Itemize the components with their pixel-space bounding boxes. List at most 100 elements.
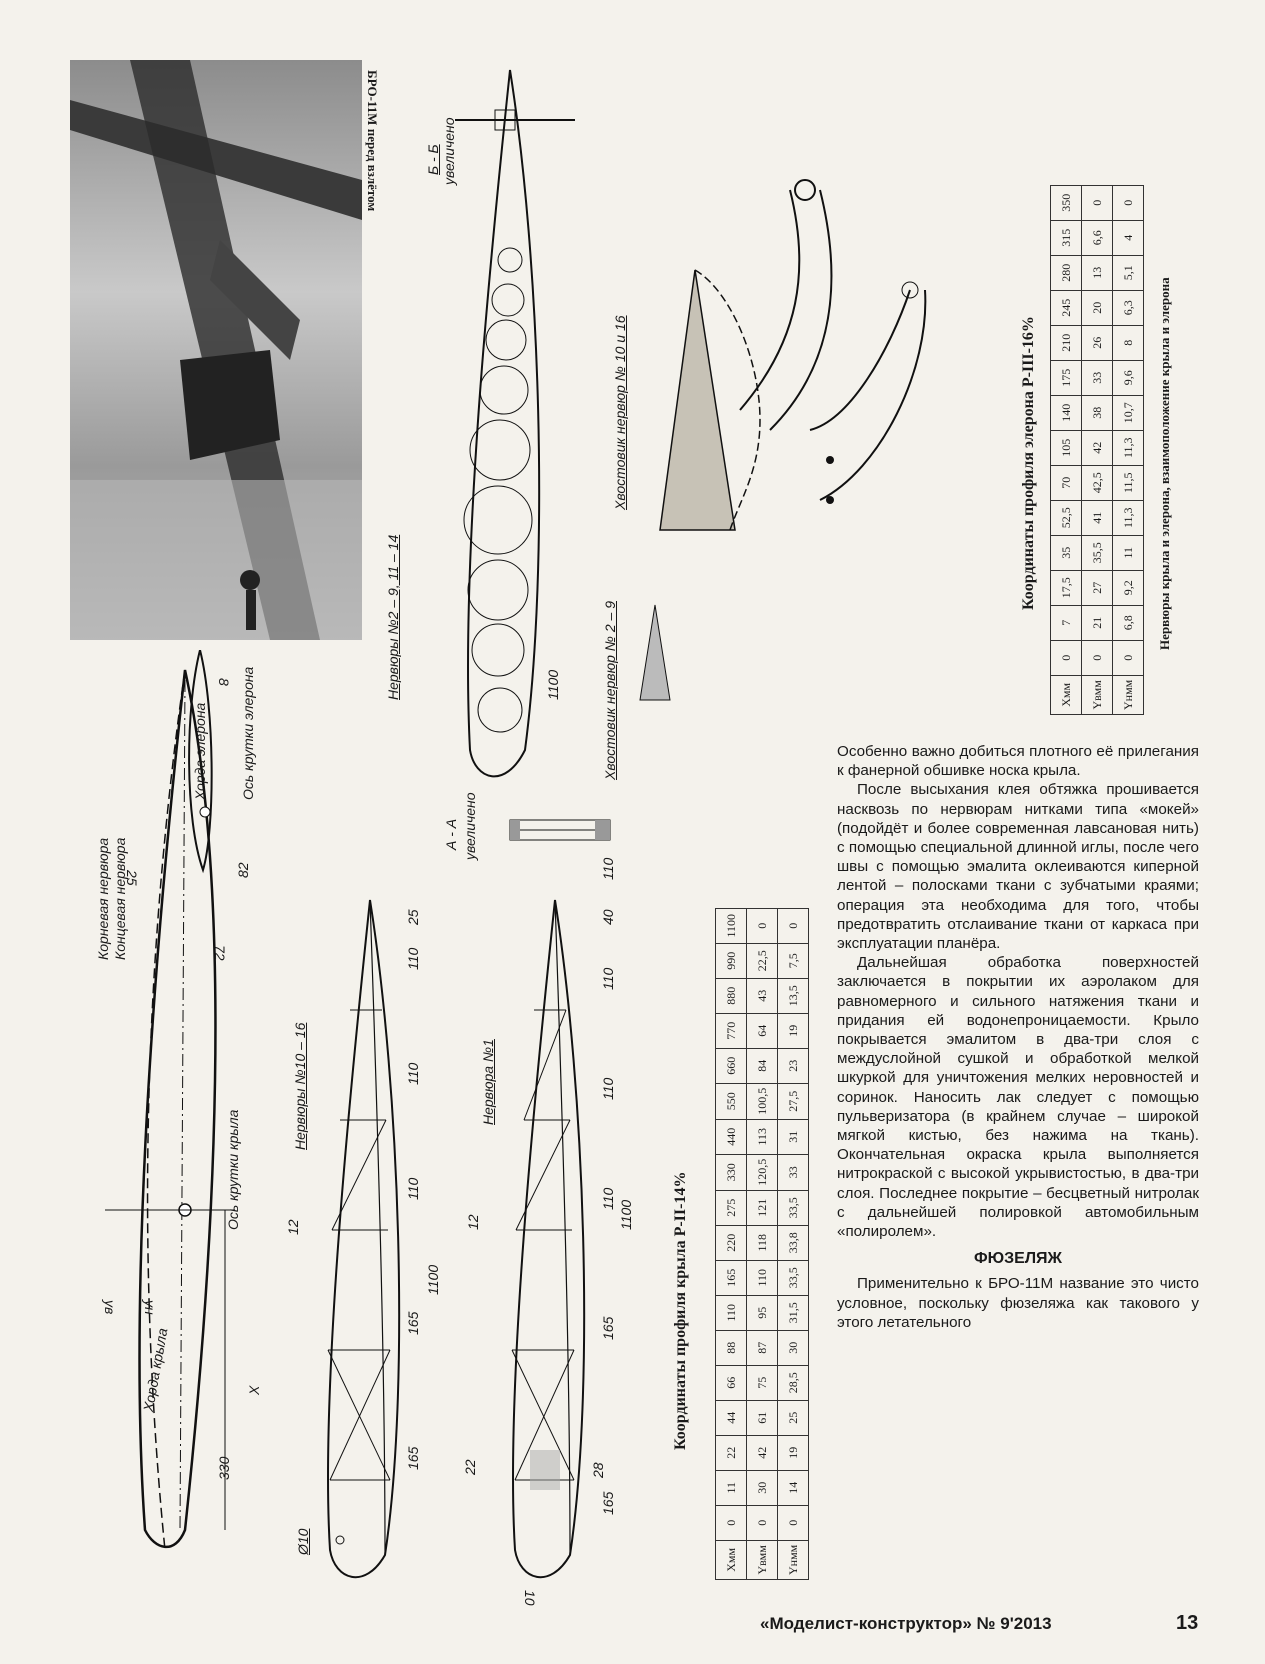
- wing-table-cell: 118: [746, 1225, 778, 1261]
- wing-table-cell: 25: [777, 1400, 809, 1436]
- wing-table-cell: 27,5: [777, 1083, 809, 1120]
- wing-table-cell: 30: [746, 1470, 778, 1506]
- aileron-table-cell: 5,1: [1112, 255, 1144, 291]
- section-bb-title: Б - Б: [425, 144, 441, 175]
- aileron-table-cell: 33: [1081, 360, 1113, 396]
- wing-table-cell: 550: [715, 1083, 747, 1120]
- aileron-table-cell: 42,5: [1081, 465, 1113, 501]
- wing-table-cell: 84: [746, 1048, 778, 1084]
- label-tip-rib: Концевая нервюра: [112, 837, 128, 960]
- aileron-table-cell: 350: [1050, 185, 1082, 221]
- wing-table-cell: 275: [715, 1190, 747, 1226]
- aileron-table-cell: 41: [1081, 500, 1113, 536]
- aileron-table-cell: 0: [1050, 640, 1082, 676]
- wing-table-cell: 1100: [715, 908, 747, 944]
- aileron-table-cell: 140: [1050, 395, 1082, 431]
- tail-2-9-title: Хвостовик нервюр № 2 – 9: [602, 601, 618, 780]
- rib-10-16-dim-25: 25: [405, 909, 421, 925]
- aileron-table-cell: 0: [1081, 640, 1113, 676]
- aileron-table-cell: 52,5: [1050, 500, 1082, 536]
- figure-caption: Нервюры крыла и элерона, взаимоположение…: [1157, 277, 1172, 650]
- wing-table-cell: 110: [746, 1260, 778, 1296]
- wing-table-cell: 14: [777, 1470, 809, 1506]
- rib-1-dim-40: 40: [600, 909, 616, 925]
- wing-table-cell: 113: [746, 1119, 778, 1155]
- article-paragraph: Особенно важно добиться плотного её прил…: [837, 743, 1199, 780]
- photo-caption: БРО-11М перед взлётом: [365, 70, 380, 212]
- glider-photo: [70, 60, 362, 640]
- rib-10-16-dim-d10: Ø10: [295, 1528, 311, 1555]
- aileron-table-cell: 9,2: [1112, 570, 1144, 606]
- rib-1-dim-165b: 165: [600, 1491, 616, 1515]
- aileron-table-cell: Xмм: [1050, 675, 1082, 715]
- wing-table-cell: 28,5: [777, 1365, 809, 1401]
- aileron-table-cell: 13: [1081, 255, 1113, 291]
- aileron-table-cell: 10,7: [1112, 395, 1144, 431]
- aileron-table-cell: 11,3: [1112, 430, 1144, 466]
- wing-table-cell: 31,5: [777, 1295, 809, 1331]
- wing-table-cell: 23: [777, 1048, 809, 1084]
- wing-table-cell: 42: [746, 1435, 778, 1471]
- wing-table-cell: 0: [746, 1505, 778, 1541]
- rib-1-title: Нервюра №1: [480, 1039, 496, 1125]
- aileron-table-cell: 280: [1050, 255, 1082, 291]
- rib-10-16-dim-1100: 1100: [425, 1264, 441, 1295]
- aileron-table-cell: 8: [1112, 325, 1144, 361]
- label-aileron-chord: Хорда элерона: [192, 702, 208, 800]
- wing-table-title: Координаты профиля крыла Р-II-14%: [672, 1171, 689, 1450]
- aileron-table-cell: 105: [1050, 430, 1082, 466]
- section-aa-drawing: [509, 819, 611, 841]
- rib-1-dim-1100: 1100: [618, 1199, 634, 1230]
- section-heading: ФЮЗЕЛЯЖ: [973, 1250, 1063, 1268]
- label-wing-twist-axis: Ось крутки крыла: [225, 1109, 241, 1230]
- wing-table-cell: 100,5: [746, 1083, 778, 1120]
- wing-table-cell: 880: [715, 978, 747, 1014]
- dim-8: 8: [216, 678, 232, 686]
- wing-table-cell: 22: [715, 1435, 747, 1471]
- dim-72: 72: [212, 945, 228, 961]
- wing-table-cell: 0: [777, 1505, 809, 1541]
- ribs-2-9-drawing: [463, 69, 541, 778]
- wing-table-cell: 30: [777, 1330, 809, 1366]
- section-bb-note: увеличено: [441, 117, 457, 185]
- wing-table-cell: 66: [715, 1365, 747, 1401]
- rib-1-drawing: [511, 899, 586, 1579]
- aileron-table-cell: 0: [1112, 640, 1144, 676]
- wing-table-cell: 7,5: [777, 943, 809, 979]
- ribs-2-9-dim-1100: 1100: [545, 669, 561, 700]
- magazine-footer: «Моделист-конструктор» № 9'2013: [760, 1614, 1052, 1633]
- section-aa-title: А - А: [443, 818, 459, 850]
- aileron-table-cell: 9,6: [1112, 360, 1144, 396]
- aileron-table-cell: 20: [1081, 290, 1113, 326]
- aileron-table-cell: 27: [1081, 570, 1113, 606]
- wing-table-cell: 87: [746, 1330, 778, 1366]
- aileron-table-cell: 35,5: [1081, 535, 1113, 571]
- rib-10-16-title: Нервюры №10 – 16: [292, 1022, 308, 1150]
- dim-x: X: [246, 1385, 262, 1395]
- wing-table-cell: Yвмм: [746, 1540, 778, 1580]
- wing-table-cell: 33,5: [777, 1190, 809, 1226]
- wing-table-cell: 88: [715, 1330, 747, 1366]
- rib-1-dim-110c: 110: [600, 967, 616, 990]
- wing-table-cell: 121: [746, 1190, 778, 1226]
- aileron-table-cell: 6,6: [1081, 220, 1113, 256]
- wing-table-cell: 990: [715, 943, 747, 979]
- wing-table-cell: 770: [715, 1013, 747, 1049]
- rib-1-dim-10: 10: [522, 1590, 538, 1606]
- aileron-table-cell: 35: [1050, 535, 1082, 571]
- wing-table-cell: 11: [715, 1470, 747, 1506]
- wing-table-cell: 0: [746, 908, 778, 944]
- aileron-table-cell: 0: [1112, 185, 1144, 221]
- wing-table-cell: 75: [746, 1365, 778, 1401]
- article-paragraph: Применительно к БРО-11М название это чис…: [837, 1275, 1199, 1331]
- wing-table-cell: 19: [777, 1435, 809, 1471]
- aileron-table-cell: Yвмм: [1081, 675, 1113, 715]
- aileron-table-cell: 175: [1050, 360, 1082, 396]
- wing-table-cell: 33: [777, 1154, 809, 1191]
- aileron-table-cell: 210: [1050, 325, 1082, 361]
- rib-10-16-dim-165b: 165: [405, 1446, 421, 1470]
